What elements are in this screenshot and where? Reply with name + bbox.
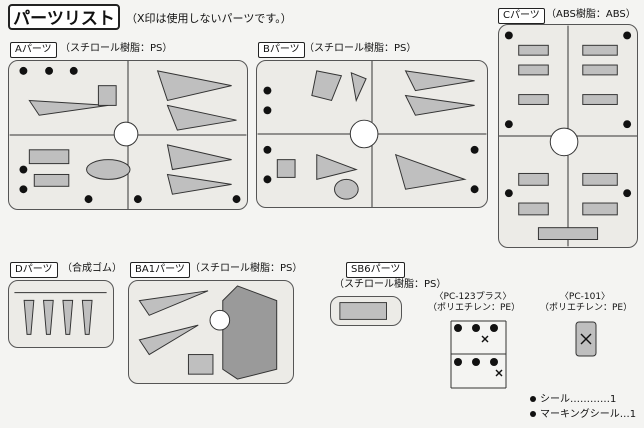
sheet-a-runner bbox=[8, 60, 248, 210]
sheet-a-tag: Aパーツ bbox=[10, 42, 57, 58]
sheet-sb6-tag: SB6パーツ bbox=[346, 262, 406, 278]
sheet-sb6-parts-drawing bbox=[339, 302, 387, 320]
sheet-b-runner bbox=[256, 60, 488, 208]
sheet-ba1-tag: BA1パーツ bbox=[130, 262, 190, 278]
sheet-b-tag: Bパーツ bbox=[258, 42, 305, 58]
sheet-c-tag: Cパーツ bbox=[498, 8, 545, 24]
seal-legend: シール…………1 bbox=[530, 392, 616, 407]
pc101-parts-drawing bbox=[575, 321, 597, 357]
pc101-material: （ポリエチレン：PE） bbox=[540, 303, 633, 313]
sheet-ba1-runner bbox=[128, 280, 294, 384]
seal-legend-text: シール…………1 bbox=[540, 394, 617, 405]
pc101-runner bbox=[572, 318, 600, 360]
sheet-d-material: （合成ゴム） bbox=[62, 263, 122, 274]
pc101-tag: 〈PC-101〉 bbox=[559, 292, 611, 302]
sheet-d-tag: Dパーツ bbox=[10, 262, 58, 278]
sheet-ba1-material: （スチロール樹脂：PS） bbox=[190, 263, 303, 274]
bullet-icon bbox=[530, 396, 536, 402]
sheet-c-material: （ABS樹脂：ABS） bbox=[546, 9, 636, 20]
marking-legend: マーキングシール…1 bbox=[530, 407, 636, 422]
page-title: パーツリスト bbox=[8, 4, 120, 30]
sheet-sb6-runner bbox=[330, 296, 402, 326]
sheet-b-material: （スチロール樹脂：PS） bbox=[304, 43, 417, 54]
pc123-material: （ポリエチレン：PE） bbox=[428, 303, 521, 313]
sheet-sb6-material: （スチロール樹脂：PS） bbox=[334, 279, 447, 290]
pc123-runner bbox=[446, 316, 514, 396]
pc123-parts-drawing bbox=[450, 320, 507, 389]
sheet-d-parts-drawing bbox=[14, 292, 107, 335]
sheet-d-runner bbox=[8, 280, 114, 348]
sheet-c-parts-drawing bbox=[499, 25, 637, 247]
sheet-a-parts-drawing bbox=[9, 61, 247, 209]
sheet-b-parts-drawing bbox=[257, 61, 487, 207]
sheet-c-runner bbox=[498, 24, 638, 248]
sheet-a-material: （スチロール樹脂：PS） bbox=[60, 43, 173, 54]
bullet-icon bbox=[530, 411, 536, 417]
pc123-tag: 〈PC-123プラス〉 bbox=[434, 292, 512, 302]
unused-parts-note: （X印は使用しないパーツです。） bbox=[126, 12, 292, 25]
marking-legend-text: マーキングシール…1 bbox=[540, 409, 637, 420]
sheet-ba1-parts-drawing bbox=[138, 285, 278, 380]
